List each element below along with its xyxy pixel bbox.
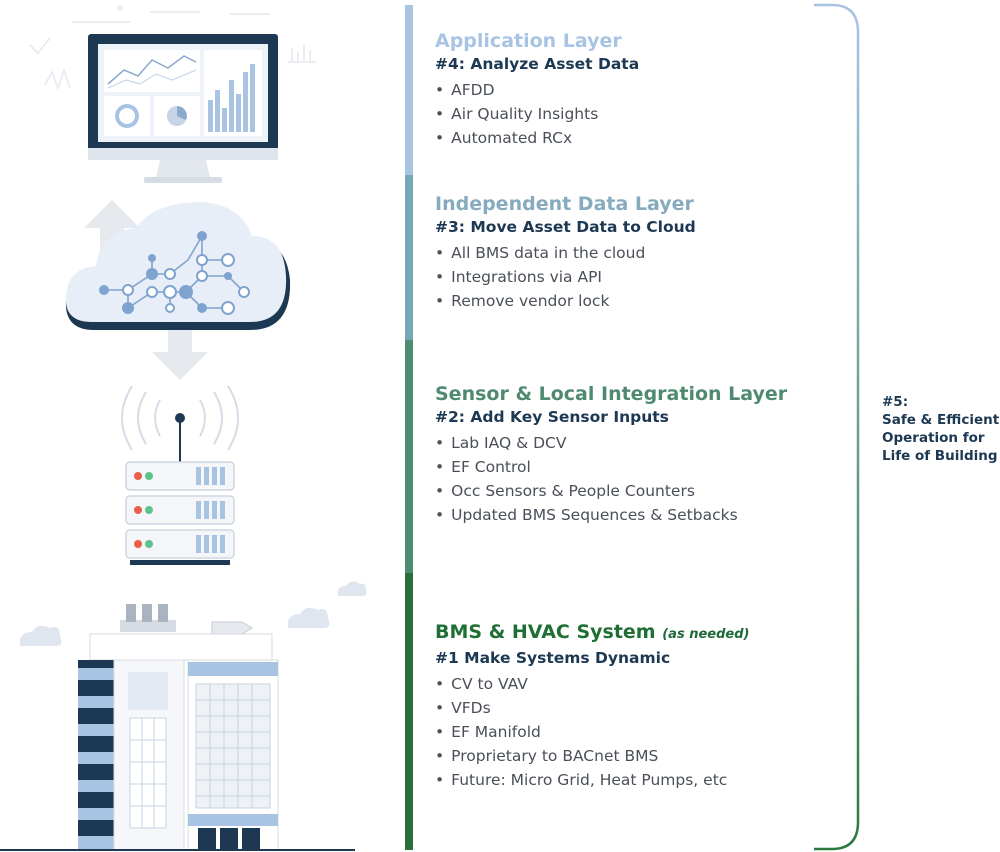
list-item: VFDs [435,696,815,720]
goal-line: Life of Building [882,448,998,464]
list-item: EF Manifold [435,720,815,744]
list-item: Integrations via API [435,265,815,289]
list-item: Lab IAQ & DCV [435,431,815,455]
layer-bar-application [405,5,413,175]
layer-step: #2: Add Key Sensor Inputs [435,408,669,426]
goal-line: Operation for [882,430,985,446]
list-item: EF Control [435,455,815,479]
layer-items: All BMS data in the cloud Integrations v… [435,241,815,313]
layer-title-text: BMS & HVAC System [435,621,656,643]
layer-items: AFDD Air Quality Insights Automated RCx [435,78,815,150]
goal-line: Safe & Efficient [882,412,1000,428]
layer-step: #3: Move Asset Data to Cloud [435,218,696,236]
layer-title: Application Layer [435,30,622,52]
layer-items: Lab IAQ & DCV EF Control Occ Sensors & P… [435,431,815,527]
layer-step: #4: Analyze Asset Data [435,55,640,73]
monitor-dashboard-icon [88,34,278,183]
building-icon [0,604,355,851]
cloud-network-icon [65,202,291,330]
layer-title: Independent Data Layer [435,193,694,215]
list-item: Air Quality Insights [435,102,815,126]
goal-number: #5: [882,394,909,410]
list-item: Future: Micro Grid, Heat Pumps, etc [435,768,815,792]
wireless-server-icon [121,385,239,565]
grouping-brace [814,3,860,851]
layer-title: BMS & HVAC System (as needed) [435,620,815,647]
list-item: All BMS data in the cloud [435,241,815,265]
goal-label: #5: Safe & Efficient Operation for Life … [882,393,1000,465]
list-item: Occ Sensors & People Counters [435,479,815,503]
layer-step: #1 Make Systems Dynamic [435,649,671,667]
layer-bms-hvac: BMS & HVAC System (as needed) #1 Make Sy… [435,620,815,792]
layer-bar-bms [405,573,413,850]
layer-sensor-integration: Sensor & Local Integration Layer #2: Add… [435,382,815,527]
layer-application: Application Layer #4: Analyze Asset Data… [435,29,815,150]
list-item: Automated RCx [435,126,815,150]
layer-title-note: (as needed) [662,627,750,642]
list-item: Updated BMS Sequences & Setbacks [435,503,815,527]
layer-title: Sensor & Local Integration Layer [435,383,788,405]
layer-items: CV to VAV VFDs EF Manifold Proprietary t… [435,672,815,792]
list-item: Proprietary to BACnet BMS [435,744,815,768]
list-item: AFDD [435,78,815,102]
layer-bar-data [405,175,413,340]
layer-independent-data: Independent Data Layer #3: Move Asset Da… [435,192,815,313]
list-item: CV to VAV [435,672,815,696]
infrastructure-illustration [0,4,367,851]
layer-bar-sensor [405,340,413,573]
list-item: Remove vendor lock [435,289,815,313]
